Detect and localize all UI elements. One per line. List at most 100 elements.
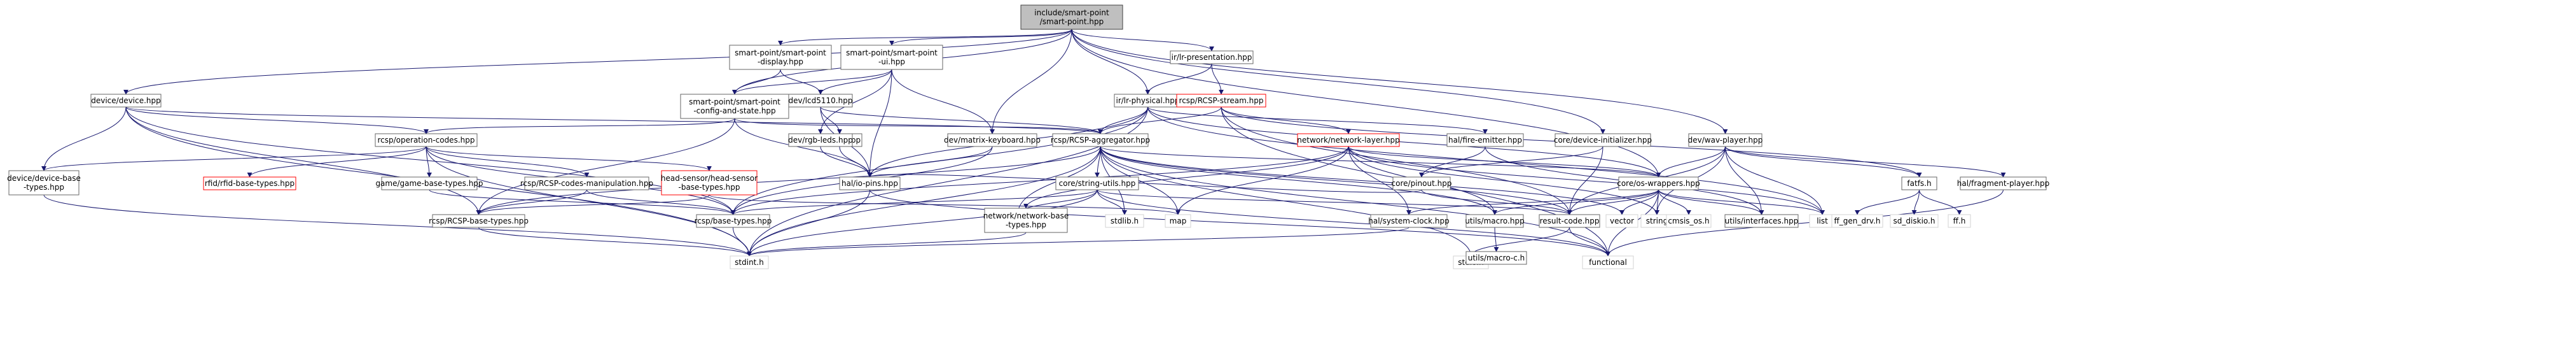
node-label: stdlib.h (1111, 217, 1139, 225)
node-box (1370, 214, 1448, 228)
node-utils_macro_c[interactable]: utils/macro-c.h (1465, 251, 1527, 265)
node-box (730, 255, 769, 269)
node-rcsp_opcodes[interactable]: rcsp/operation-codes.hpp (375, 133, 478, 147)
node-box (1960, 176, 2047, 190)
edge-head_sensor-to-rcsp_base_types (476, 194, 710, 215)
node-lcd5110[interactable]: dev/lcd5110.hpp (788, 94, 853, 108)
edge-rcsp_aggregator-to-map (1100, 146, 1181, 215)
edge-rcsp_stream-to-result_code (1221, 106, 1572, 215)
node-label: string (1646, 217, 1668, 225)
edge-core_string_utils-to-result_code (1097, 189, 1572, 215)
node-label: utils/macro-c.h (1468, 253, 1525, 262)
node-hal_system_clock[interactable]: hal/system-clock.hpp (1368, 214, 1450, 228)
edge-sp_config-to-hal_io_pins (734, 118, 873, 178)
edge-root-to-sp_ui (889, 29, 1072, 46)
edge-fatfs-to-ff_h (1919, 189, 1962, 215)
node-sp_display[interactable]: smart-point/smart-point-display.hpp (729, 45, 832, 70)
node-box (203, 176, 296, 190)
node-core_os_wrappers[interactable]: core/os-wrappers.hpp (1617, 176, 1700, 190)
edge-result_code-to-functional (1569, 227, 1610, 257)
node-box (1446, 133, 1524, 147)
node-label: dev/wav-player.hpp (1688, 136, 1763, 145)
node-label: device/device.hpp (91, 96, 161, 105)
node-box (1052, 133, 1149, 147)
node-fire_emitter[interactable]: hal/fire-emitter.hpp (1446, 133, 1524, 147)
node-label: core/pinout.hpp (1392, 179, 1452, 188)
node-sp_ui[interactable]: smart-point/smart-point-ui.hpp (840, 45, 943, 70)
edge-game_base-to-rcsp_base (429, 189, 736, 215)
edge-rcsp_codes_manip-to-rcsp_base_types (476, 189, 587, 215)
edge-wav_player-to-core_os_wrappers (1656, 146, 1726, 178)
node-sp_config[interactable]: smart-point/smart-point-config-and-state… (680, 94, 789, 119)
edge-rcsp_base_types-to-stdint_h (478, 227, 752, 257)
node-rcsp_aggregator[interactable]: rcsp/RCSP-aggregator.hpp (1051, 133, 1150, 147)
edge-root-to-device (123, 29, 1072, 95)
node-label: network/network-layer.hpp (1297, 136, 1400, 145)
node-label: /smart-point.hpp (1040, 17, 1104, 26)
node-rgb_leds[interactable]: dev/rgb-leds.hpp (788, 133, 853, 147)
edge-core_pinout-to-result_code (1421, 189, 1572, 215)
edge-sp_ui-to-hal_io_pins (867, 69, 892, 178)
node-box (788, 133, 853, 147)
edge-rcsp_opcodes-to-dev_base_types (41, 146, 427, 171)
node-rcsp_base_types[interactable]: rcsp/RCSP-base-types.hpp (429, 214, 529, 228)
node-hal_fragment_player[interactable]: hal/fragment-player.hpp (1957, 176, 2049, 190)
edge-net_layer-to-map (1175, 146, 1349, 215)
node-rcsp_base[interactable]: rcsp/base-types.hpp (695, 214, 772, 228)
edge-device-to-rcsp_aggregator (125, 106, 1103, 134)
edge-rcsp_aggregator-to-core_os_wrappers (1100, 146, 1661, 178)
node-matrix_kb[interactable]: dev/matrix-keyboard.hpp (944, 133, 1041, 147)
node-sd_diskio: sd_diskio.h (1890, 214, 1939, 228)
node-irlr_physical[interactable]: ir/lr-physical.hpp (1114, 94, 1182, 108)
edge-lcd5110-to-hal_spi (820, 106, 842, 134)
edge-net_layer-to-hal_system_clock (1348, 146, 1411, 215)
node-hal_io_pins[interactable]: hal/io-pins.hpp (839, 176, 901, 190)
node-game_base[interactable]: game/game-base-types.hpp (375, 176, 483, 190)
node-rcsp_codes_manip[interactable]: rcsp/RCSP-codes-manipulation.hpp (520, 176, 653, 190)
node-core_string_utils[interactable]: core/string-utils.hpp (1055, 176, 1139, 190)
node-box (1618, 176, 1699, 190)
edge-device-to-rcsp_base_types (125, 106, 481, 215)
node-dev_base_types[interactable]: device/device-base-types.hpp (7, 170, 81, 196)
node-box (1605, 214, 1638, 228)
edge-rcsp_opcodes-to-rfid_base (247, 146, 427, 178)
edge-root-to-irlr_physical (1071, 29, 1151, 95)
node-box (1901, 176, 1937, 190)
node-box (1176, 94, 1266, 108)
edge-wav_player-to-hal_fragment_player (1725, 146, 2006, 178)
node-label: -ui.hpp (878, 57, 905, 66)
node-device[interactable]: device/device.hpp (90, 94, 162, 108)
edge-irlr_physical-to-rcsp_aggregator (1098, 106, 1148, 134)
node-label: rcsp/base-types.hpp (695, 217, 772, 225)
node-box (1831, 214, 1883, 228)
node-label: smart-point/smart-point (735, 48, 826, 57)
node-core_pinout[interactable]: core/pinout.hpp (1392, 176, 1452, 190)
node-list: list (1809, 214, 1836, 228)
node-result_code[interactable]: result-code.hpp (1539, 214, 1600, 228)
node-map: map (1165, 214, 1191, 228)
edge-device-to-rcsp_opcodes (125, 106, 429, 134)
edge-wav_player-to-list (1725, 146, 1825, 215)
node-label: ir/lr-physical.hpp (1116, 96, 1180, 105)
node-label: core/device-initializer.hpp (1554, 136, 1652, 145)
node-box (788, 94, 853, 108)
edge-core_os_wrappers-to-list (1658, 189, 1825, 215)
node-core_device_init[interactable]: core/device-initializer.hpp (1554, 133, 1652, 147)
node-utils_interfaces[interactable]: utils/interfaces.hpp (1724, 214, 1799, 228)
node-wav_player[interactable]: dev/wav-player.hpp (1688, 133, 1763, 147)
node-label: stdint.h (735, 258, 764, 267)
node-net_base_types[interactable]: network/network-base-types.hpp (983, 208, 1069, 233)
node-label: -config-and-state.hpp (693, 106, 775, 115)
node-irlr_presentation[interactable]: ir/lr-presentation.hpp (1170, 50, 1254, 64)
edge-lcd5110-to-rcsp_aggregator (820, 106, 1103, 134)
node-label: -base-types.hpp (679, 183, 740, 192)
node-label: result-code.hpp (1540, 217, 1600, 225)
node-root[interactable]: include/smart-point/smart-point.hpp (1020, 4, 1123, 30)
edge-core_os_wrappers-to-hal_system_clock (1406, 189, 1659, 215)
node-label: dev/lcd5110.hpp (789, 96, 853, 105)
node-label: hal/fragment-player.hpp (1957, 179, 2049, 188)
node-box (1582, 255, 1634, 269)
node-fatfs[interactable]: fatfs.h (1901, 176, 1937, 190)
node-utils_macro[interactable]: utils/macro.hpp (1465, 214, 1525, 228)
edge-net_layer-to-list (1348, 146, 1825, 215)
